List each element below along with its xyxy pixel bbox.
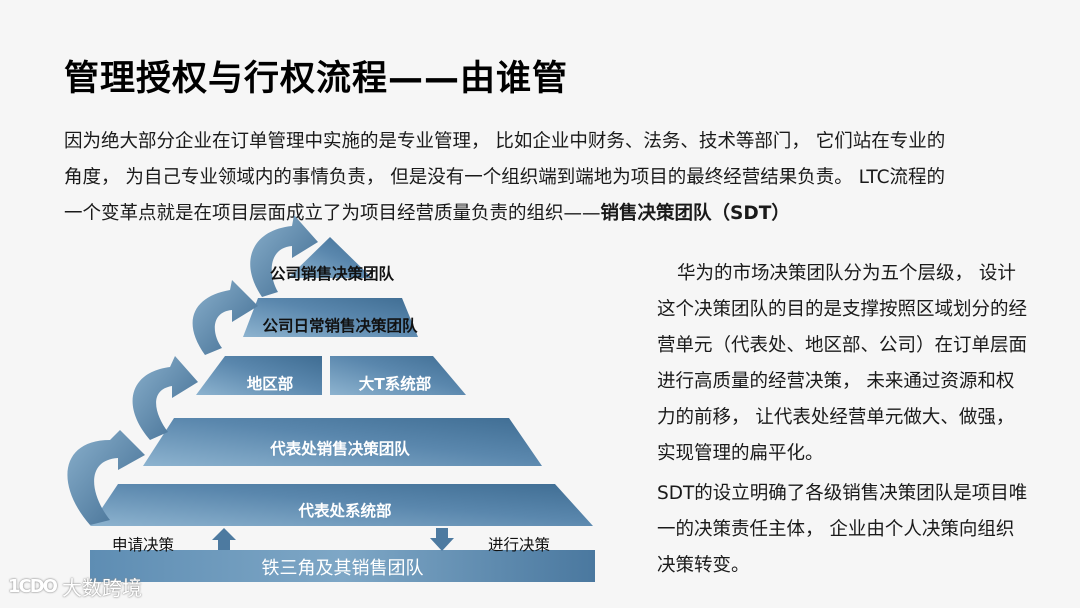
- curved-arrow-icon-2: [132, 356, 198, 440]
- curved-arrow-icon-4: [250, 215, 318, 297]
- pyramid-graphic: [67, 215, 595, 582]
- intro-line-1: 因为绝大部分企业在订单管理中实施的是专业管理， 比如企业中财务、法务、技术等部门…: [64, 131, 946, 152]
- level-3-left-label: 地区部: [246, 375, 294, 393]
- level-4-label: 代表处销售决策团队: [270, 440, 410, 458]
- explanation-paragraph-2: SDT的设立明确了各级销售决策团队是项目唯一的决策责任主体， 企业由个人决策向组…: [657, 483, 1028, 576]
- intro-paragraph: 因为绝大部分企业在订单管理中实施的是专业管理， 比如企业中财务、法务、技术等部门…: [64, 124, 1044, 232]
- explanation-paragraph-1: 华为的市场决策团队分为五个层级， 设计这个决策团队的目的是支撑按照区域划分的经营…: [657, 263, 1028, 464]
- intro-line-2: 角度， 为自己专业领域内的事情负责， 但是没有一个组织端到端地为项目的最终经营结…: [64, 167, 946, 188]
- make-decision-label: 进行决策: [488, 536, 551, 554]
- down-arrow-icon: [430, 528, 454, 551]
- level-5-label: 代表处系统部: [298, 502, 392, 520]
- curved-arrow-icon-1: [67, 430, 145, 525]
- level-3-right-shape: [330, 356, 466, 395]
- watermark-logo-icon: 1CDO: [8, 576, 58, 597]
- base-shape: [90, 550, 595, 582]
- level-3-left-shape: [196, 356, 322, 395]
- sdt-pyramid-diagram: 公司销售决策团队 公司日常销售决策团队 地区部 大T系统部 代表处销售决策团队 …: [0, 215, 640, 608]
- level-3-right-label: 大T系统部: [358, 375, 432, 393]
- intro-line-3: 一个变革点就是在项目层面成立了为项目经营质量负责的组织——销售决策团队（SDT）: [64, 203, 790, 224]
- watermark: 1CDO 大数跨境: [8, 572, 142, 601]
- explanation-text: 华为的市场决策团队分为五个层级， 设计这个决策团队的目的是支撑按照区域划分的经营…: [657, 256, 1032, 584]
- level-1-shape: [288, 237, 372, 278]
- base-label: 铁三角及其销售团队: [261, 558, 424, 579]
- level-1-label: 公司销售决策团队: [270, 265, 395, 283]
- level-5-shape: [90, 484, 593, 526]
- watermark-text: 大数跨境: [61, 576, 142, 600]
- sdt-highlight: 销售决策团队（SDT）: [600, 203, 790, 224]
- curved-arrow-icon-3: [192, 280, 258, 355]
- level-4-shape: [143, 418, 542, 466]
- page-title: 管理授权与行权流程——由谁管: [64, 59, 569, 99]
- level-2-shape: [243, 298, 418, 337]
- level-2-label: 公司日常销售决策团队: [262, 317, 418, 335]
- request-decision-label: 申请决策: [112, 536, 175, 554]
- up-arrow-icon: [212, 528, 236, 550]
